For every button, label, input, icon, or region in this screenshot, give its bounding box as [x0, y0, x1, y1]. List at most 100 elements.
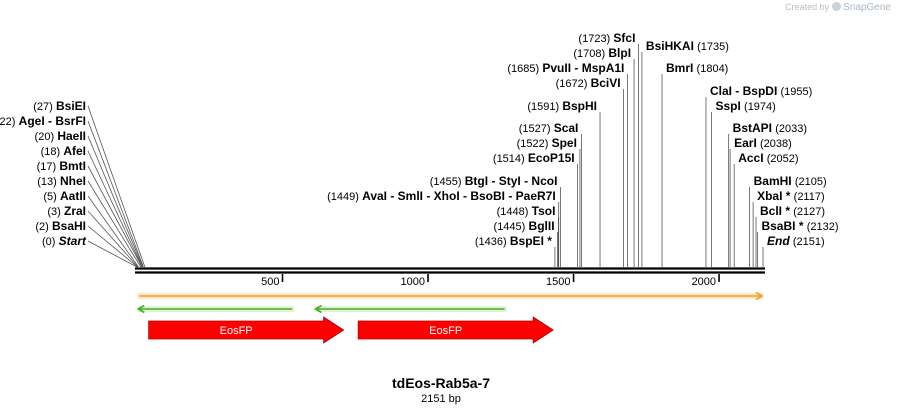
enzyme-name: ClaI - BspDI [710, 84, 777, 98]
enzyme-site: BsiHKAI (1735) [646, 39, 729, 53]
svg-text:EarI (2038): EarI (2038) [734, 136, 792, 150]
enzyme-name: BmtI [59, 159, 86, 173]
enzyme-site: (1449) AvaI - SmlI - XhoI - BsoBI - PaeR… [327, 189, 556, 203]
enzyme-leader-line [87, 135, 144, 268]
enzyme-name: BsiEI [56, 99, 86, 113]
enzyme-site: SspI (1974) [715, 99, 775, 113]
ruler-tick-label: 1000 [401, 276, 425, 288]
enzyme-site: BmrI (1804) [666, 61, 728, 75]
svg-text:(27) BsiEI: (27) BsiEI [33, 99, 86, 113]
enzyme-name: BclI * [760, 204, 790, 218]
enzyme-name: BglII [529, 219, 555, 233]
enzyme-name: End [767, 234, 790, 248]
watermark-brand: SnapGene [843, 2, 891, 13]
feature-label: EosFP [220, 325, 253, 337]
enzyme-site: (1672) BciVI [556, 76, 621, 90]
enzyme-leader-line [87, 165, 143, 268]
enzyme-name: TsoI [532, 204, 556, 218]
enzyme-name: AccI [738, 151, 763, 165]
map-length: 2151 bp [421, 393, 461, 405]
map-title: tdEos-Rab5a-7 [392, 375, 490, 391]
svg-text:(1708) BlpI: (1708) BlpI [573, 46, 631, 60]
svg-text:(1591) BspHI: (1591) BspHI [527, 99, 597, 113]
enzyme-position: (1527) [519, 123, 551, 135]
svg-text:BsiHKAI (1735): BsiHKAI (1735) [646, 39, 729, 53]
enzyme-site: (1527) ScaI [519, 121, 579, 135]
enzyme-name: NheI [60, 174, 86, 188]
enzyme-position: (2033) [775, 123, 807, 135]
enzyme-position: (3) [47, 206, 60, 218]
enzyme-position: (2132) [807, 221, 839, 233]
svg-text:(1445) BglII: (1445) BglII [494, 219, 555, 233]
svg-text:(20) HaeII: (20) HaeII [35, 129, 86, 143]
svg-text:(0) Start: (0) Start [42, 234, 87, 248]
svg-text:(1522) SpeI: (1522) SpeI [517, 136, 577, 150]
svg-text:(1455) BtgI - StyI - NcoI: (1455) BtgI - StyI - NcoI [430, 174, 558, 188]
enzyme-position: (2117) [794, 191, 825, 203]
enzyme-position: (20) [35, 131, 55, 143]
svg-text:(5) AatII: (5) AatII [43, 189, 86, 203]
enzyme-site: (1436) BspEI * [475, 234, 552, 248]
enzyme-name: BstAPI [733, 121, 772, 135]
svg-text:(17) BmtI: (17) BmtI [37, 159, 86, 173]
svg-text:(1527) ScaI: (1527) ScaI [519, 121, 579, 135]
enzyme-site: EarI (2038) [734, 136, 792, 150]
enzyme-name: BtgI - StyI - NcoI [465, 174, 558, 188]
enzyme-name: SfcI [613, 31, 635, 45]
enzyme-site: (22) AgeI - BsrFI [0, 114, 86, 128]
enzyme-position: (1448) [497, 206, 529, 218]
enzyme-position: (1955) [781, 86, 813, 98]
svg-text:(3) ZraI: (3) ZraI [47, 204, 86, 218]
enzyme-site: (1708) BlpI [573, 46, 631, 60]
enzyme-name: SspI [715, 99, 740, 113]
enzyme-name: SpeI [552, 136, 577, 150]
orf-arrow [136, 304, 295, 314]
enzyme-position: (18) [41, 146, 61, 158]
enzyme-name: ZraI [64, 204, 86, 218]
svg-text:ClaI - BspDI (1955): ClaI - BspDI (1955) [710, 84, 812, 98]
enzyme-position: (1436) [475, 236, 507, 248]
enzyme-position: (2038) [760, 138, 792, 150]
enzyme-site: BclI * (2127) [760, 204, 825, 218]
enzyme-site: (1591) BspHI [527, 99, 597, 113]
enzyme-position: (1449) [327, 191, 359, 203]
enzyme-position: (1522) [517, 138, 549, 150]
orf-arrow [313, 304, 507, 314]
enzyme-site: ClaI - BspDI (1955) [710, 84, 812, 98]
snapgene-logo-icon [832, 2, 842, 11]
svg-text:BamHI (2105): BamHI (2105) [754, 174, 827, 188]
enzyme-site: XbaI * (2117) [757, 189, 825, 203]
enzyme-leader-line [87, 240, 138, 268]
enzyme-position: (0) [42, 236, 55, 248]
enzyme-position: (13) [37, 176, 57, 188]
enzyme-name: AfeI [63, 144, 86, 158]
enzyme-position: (2) [35, 221, 48, 233]
enzyme-position: (1672) [556, 78, 588, 90]
enzyme-leader-line [87, 180, 142, 268]
enzyme-position: (1455) [430, 176, 462, 188]
cds-arrow [148, 316, 345, 344]
enzyme-name: BlpI [608, 46, 631, 60]
enzyme-position: (1685) [507, 63, 539, 75]
svg-text:End (2151): End (2151) [767, 234, 825, 248]
svg-text:(1436) BspEI *: (1436) BspEI * [475, 234, 552, 248]
enzyme-site: (17) BmtI [37, 159, 86, 173]
feature-label: EosFP [429, 325, 462, 337]
enzyme-leader-line [87, 210, 139, 268]
enzyme-site: (27) BsiEI [33, 99, 86, 113]
ruler-tick-label: 2000 [692, 276, 716, 288]
orf-arrow [137, 291, 764, 301]
enzyme-site: (1445) BglII [494, 219, 555, 233]
enzyme-leader-line [87, 150, 143, 268]
enzyme-site: (5) AatII [43, 189, 86, 203]
enzyme-name: ScaI [554, 121, 579, 135]
enzyme-position: (17) [37, 161, 57, 173]
feature-cds: EosFP [148, 316, 345, 344]
enzyme-name: BsaBI * [761, 219, 803, 233]
svg-text:AccI (2052): AccI (2052) [738, 151, 798, 165]
enzyme-name: BamHI [754, 174, 792, 188]
enzyme-position: (2127) [793, 206, 825, 218]
enzyme-site: BsaBI * (2132) [761, 219, 838, 233]
